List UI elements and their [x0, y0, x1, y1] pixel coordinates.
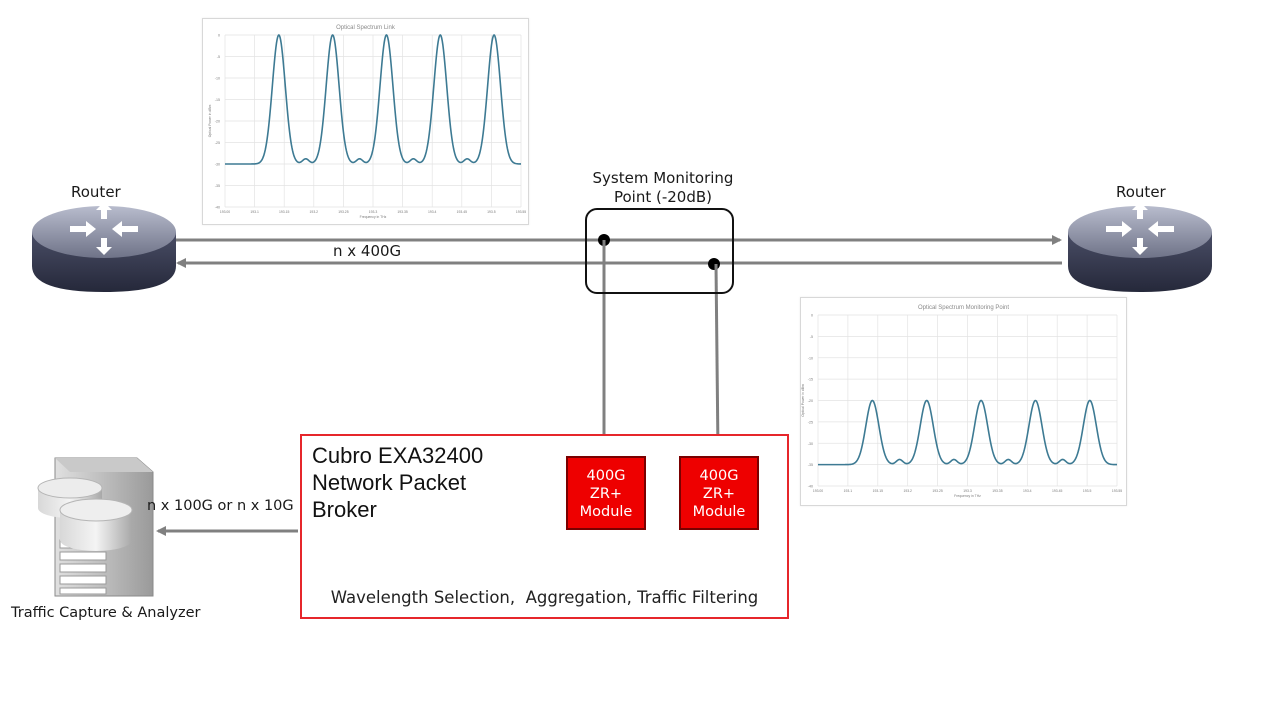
chart-xtick-label: 193.4 — [1023, 489, 1032, 493]
chart-xtick-label: 193.1 — [844, 489, 853, 493]
chart-xtick-label: 193.00 — [813, 489, 823, 493]
chart-ytick-label: -10 — [808, 356, 813, 360]
npb-title: Cubro EXA32400 Network Packet Broker — [312, 442, 552, 523]
chart-xtick-label: 193.55 — [516, 210, 526, 214]
chart-ytick-label: 0 — [811, 314, 813, 318]
chart-ytick-label: -5 — [810, 335, 813, 339]
chart-ytick-label: -25 — [215, 141, 220, 145]
chart-xtick-label: 193.1 — [250, 210, 259, 214]
chart-ytick-label: -40 — [215, 206, 220, 210]
capture-link-label: n x 100G or n x 10G — [147, 498, 294, 514]
chart-ytick-label: -30 — [808, 442, 813, 446]
npb-title-line2: Network Packet — [312, 470, 467, 495]
chart-ytick-label: 0 — [218, 34, 220, 38]
zr-module-2-line2: ZR+ — [702, 486, 736, 502]
chart-ytick-label: -25 — [808, 420, 813, 424]
chart-xtick-label: 193.45 — [1052, 489, 1062, 493]
chart-xtick-label: 193.5 — [487, 210, 496, 214]
zr-module-1: 400G ZR+ Module — [566, 456, 646, 530]
chart-ytick-label: -35 — [215, 184, 220, 188]
chart-xtick-label: 193.2 — [310, 210, 319, 214]
chart-ytick-label: -35 — [808, 463, 813, 467]
chart-ytick-label: -20 — [808, 399, 813, 403]
zr-module-2-line3: Module — [692, 504, 746, 520]
chart-xtick-label: 193.3 — [369, 210, 378, 214]
chart-ytick-label: -20 — [215, 120, 220, 124]
npb-title-line1: Cubro EXA32400 — [312, 443, 484, 468]
zr-module-2: 400G ZR+ Module — [679, 456, 759, 530]
spectrum-monitor-chart-title: Optical Spectrum Monitoring Point — [917, 305, 1010, 311]
zr-module-1-line1: 400G — [586, 468, 626, 484]
chart-ytick-label: -30 — [215, 163, 220, 167]
monitoring-point-label-line1: System Monitoring — [592, 169, 734, 187]
spectrum-link-chart-title: Optical Spectrum Link — [336, 25, 395, 31]
chart-xaxis-label: Frequency in THz — [954, 494, 981, 498]
chart-yaxis-label: Optical Power in dBm — [801, 384, 805, 417]
chart-ytick-label: -15 — [215, 98, 220, 102]
router-left-icon — [32, 202, 176, 292]
chart-xtick-label: 193.45 — [457, 210, 467, 214]
chart-xtick-label: 193.00 — [220, 210, 230, 214]
zr-module-2-line1: 400G — [699, 468, 739, 484]
chart-xtick-label: 193.35 — [397, 210, 407, 214]
chart-ytick-label: -15 — [808, 378, 813, 382]
chart-xtick-label: 193.25 — [338, 210, 348, 214]
chart-xaxis-label: Frequency in THz — [360, 215, 387, 219]
zr-module-1-line2: ZR+ — [589, 486, 623, 502]
spectrum-monitor-chart: Optical Spectrum Monitoring Point 0 -5 -10… — [800, 297, 1127, 506]
link-capacity-label: n x 400G — [333, 242, 402, 260]
chart-xtick-label: 193.35 — [992, 489, 1002, 493]
analyzer-label: Traffic Capture & Analyzer — [11, 605, 201, 621]
monitoring-point-box — [585, 208, 734, 294]
chart-yaxis-label: Optical Power in dBm — [208, 105, 212, 138]
chart-xtick-label: 193.15 — [873, 489, 883, 493]
chart-xtick-label: 193.2 — [903, 489, 912, 493]
analyzer-server-icon — [37, 457, 154, 597]
spectrum-link-chart: Optical Spectrum Link 0 -5 -10 -15 -20 -25 -30… — [202, 18, 529, 225]
chart-ytick-label: -40 — [808, 485, 813, 489]
router-right-label: Router — [1116, 183, 1166, 201]
chart-xtick-label: 193.5 — [1083, 489, 1092, 493]
chart-xtick-label: 193.55 — [1112, 489, 1122, 493]
chart-xtick-label: 193.15 — [279, 210, 289, 214]
chart-ytick-label: -5 — [217, 55, 220, 59]
spectrum-series-line — [225, 33, 522, 165]
monitoring-point-label-line2: Point (-20dB) — [613, 188, 713, 206]
router-right-icon — [1068, 202, 1212, 292]
npb-footer: Wavelength Selection, Aggregation, Traff… — [330, 588, 759, 607]
zr-module-1-line3: Module — [579, 504, 633, 520]
npb-title-line3: Broker — [312, 497, 377, 522]
chart-xtick-label: 193.3 — [963, 489, 972, 493]
chart-ytick-label: -10 — [215, 77, 220, 81]
chart-xtick-label: 193.25 — [932, 489, 942, 493]
router-left-label: Router — [71, 183, 121, 201]
tap-line-reverse — [712, 263, 723, 454]
spectrum-series-line — [818, 399, 1117, 466]
chart-xtick-label: 193.4 — [428, 210, 437, 214]
monitoring-point-label: System Monitoring Point (-20dB) — [563, 169, 763, 207]
